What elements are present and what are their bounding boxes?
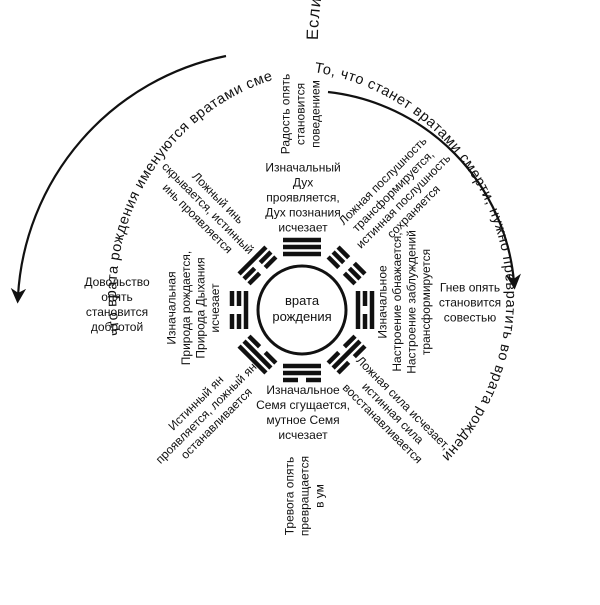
trigram-right (355, 291, 375, 329)
outer-label-top: Радость опятьстановитсяповедением (278, 74, 322, 154)
spoke-label-left: ИзначальнаяПрирода рождается,Природа Дых… (164, 251, 222, 365)
trigrams (229, 237, 375, 383)
spoke-label-top-left: Ложный иньскрывается, истинныйинь проявл… (149, 149, 267, 267)
trigram-top-left (237, 245, 278, 286)
outer-ring-text: Если можешь постичь механизм гибели и оп… (304, 0, 600, 224)
left-arrow (10, 54, 227, 304)
trigram-top-right (326, 245, 367, 286)
trigram-bottom (283, 363, 321, 383)
outer-labels: Радость опятьстановитсяповедениемТревога… (84, 74, 501, 536)
center-circle (256, 264, 348, 356)
inner-right-ring-text: То, что станет вратами смерти, нужно пре… (0, 0, 518, 465)
right-arrow (327, 90, 521, 290)
outer-label-bottom: Тревога опятьпревращаетсяв ум (282, 456, 326, 536)
center-label-line1: врата (285, 293, 320, 308)
trigram-left (229, 291, 249, 329)
center-label-line2: рождения (272, 309, 331, 324)
trigram-bottom-right (326, 334, 367, 375)
trigram-top (283, 237, 321, 257)
trigram-bottom-left (237, 334, 278, 375)
spoke-label-bottom-left: Истинный янпроявляется, ложный яностанав… (143, 350, 270, 477)
spoke-label-right: ИзначальноеНастроение обнажается,Настрое… (375, 230, 433, 374)
